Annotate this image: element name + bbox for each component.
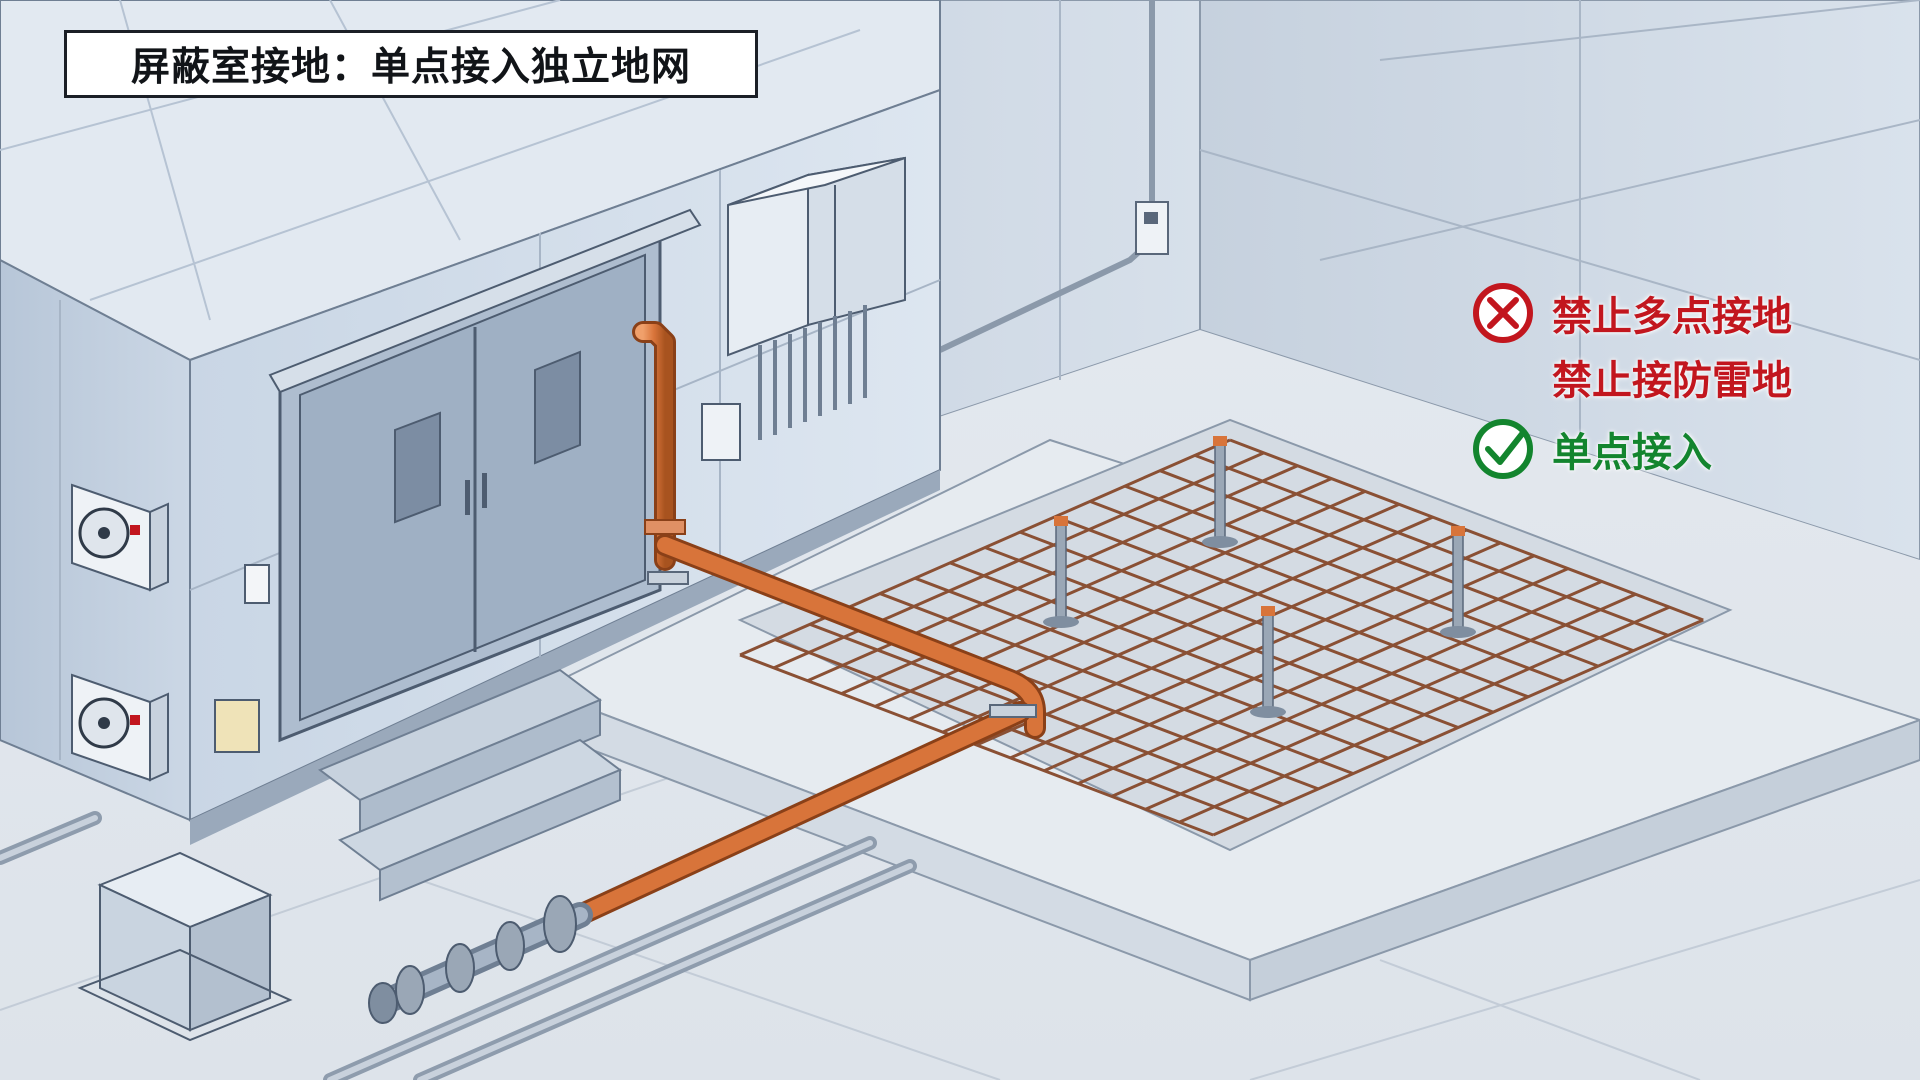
floor-pipes [0,811,917,1080]
grounding-rules-legend: 禁止多点接地 禁止接防雷地 单点接入 [1472,280,1872,490]
floor-utility-box [77,851,293,1042]
grounding-rod [1440,526,1476,638]
mesh-pit [737,418,1733,852]
prohibited-x-icon [1473,283,1533,343]
electrical-cabinet [727,156,906,357]
ac-outdoor-unit [71,483,169,592]
right-wall [1199,0,1920,562]
wall-nameplate [214,699,260,753]
door-window [394,411,441,524]
door-window [534,350,581,465]
wall-thermostat [244,564,270,604]
door-handle [465,480,470,515]
conductor-base-plate [647,571,689,585]
entrance-steps [318,668,622,902]
legend-label: 禁止多点接地 [1552,294,1792,340]
door-handle [482,473,487,508]
page-title: 屏蔽室接地：单点接入独立地网 [130,45,691,90]
grounding-slab [537,418,1920,1002]
shielded-door [268,208,702,743]
conductor-clamp [989,704,1037,718]
legend-item-no-multipoint: 禁止多点接地 [1472,281,1792,345]
legend-label: 单点接入 [1552,430,1712,476]
approved-check-icon [1473,419,1533,479]
flanged-pipe-fitting [368,895,593,1024]
grounding-rod [1250,606,1286,718]
legend-item-no-lightning-ground: 禁止接防雷地 [1472,345,1792,409]
door-canopy [268,208,702,394]
cable-bundle [758,305,867,440]
grounding-rod [1202,436,1238,548]
legend-label: 禁止接防雷地 [1552,358,1792,404]
conductor-clamp [644,519,686,535]
ground-terminal-box [701,403,741,461]
legend-item-single-point: 单点接入 [1472,417,1712,481]
grounding-rods [1043,436,1476,718]
wall-junction-box [1135,201,1169,255]
title-box: 屏蔽室接地：单点接入独立地网 [64,30,758,98]
grounding-rod [1043,516,1079,628]
ac-outdoor-unit [71,673,169,782]
